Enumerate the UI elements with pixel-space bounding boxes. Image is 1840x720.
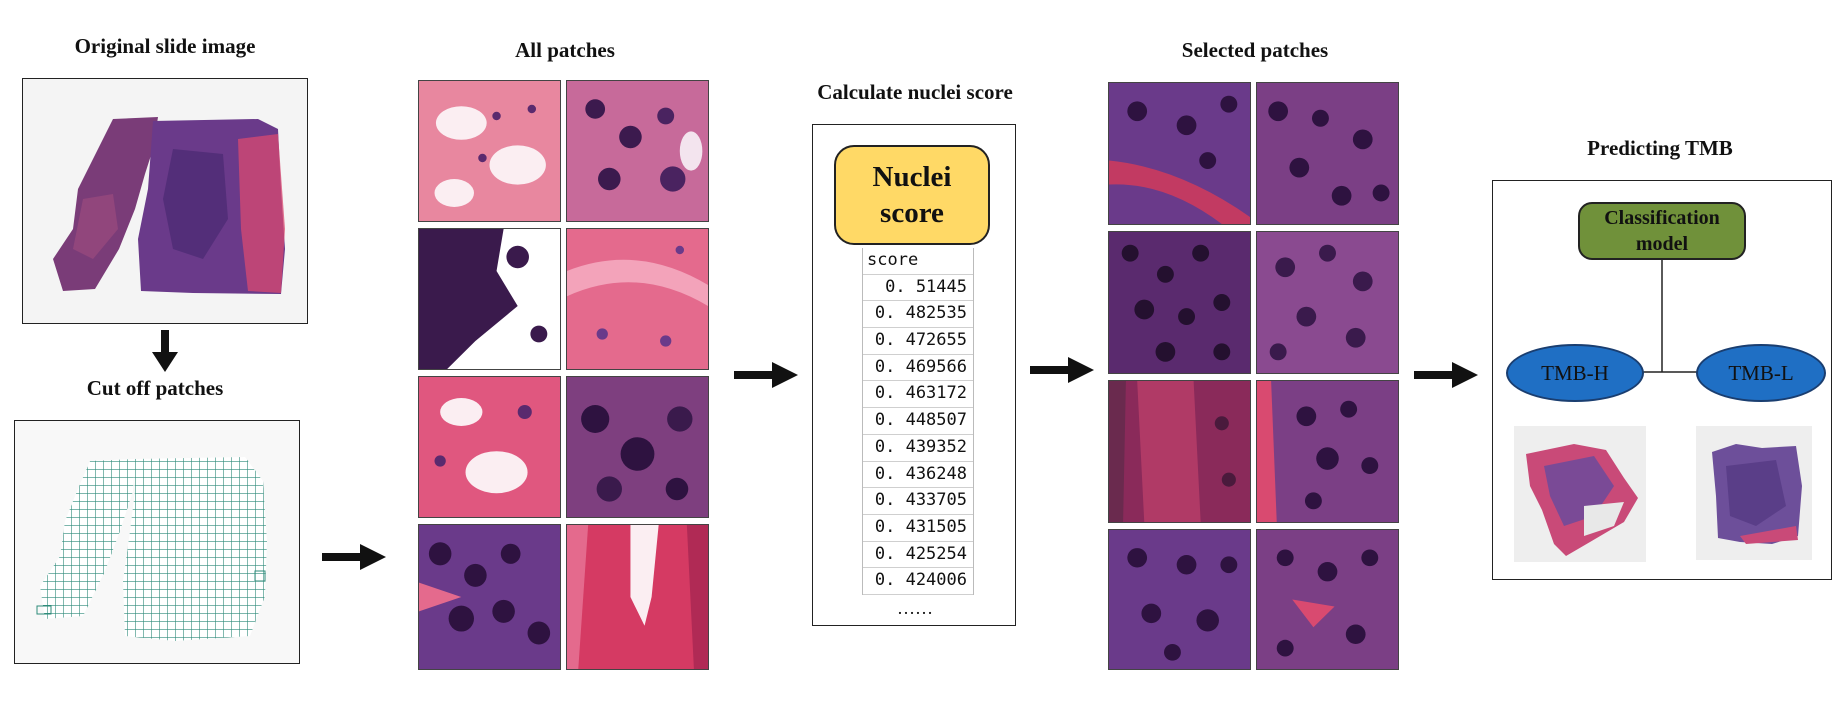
score-row: 0. 51445 <box>863 275 973 302</box>
patch-tile <box>566 376 709 518</box>
tmb-high-slide-thumbnail <box>1514 426 1646 562</box>
selected-patches-title: Selected patches <box>1181 38 1329 62</box>
down-arrow-icon <box>152 330 178 372</box>
right-arrow-icon-1 <box>322 544 386 570</box>
classification-line1: Classification <box>1604 207 1720 229</box>
tmb-low-slide-thumbnail <box>1696 426 1812 560</box>
nuclei-label-line2: score <box>880 197 944 229</box>
slide-tissue-image <box>23 79 307 323</box>
patch-tile <box>418 80 561 222</box>
right-arrow-icon-2 <box>734 362 798 388</box>
score-row: 0. 439352 <box>863 435 973 462</box>
selected-patch-tile <box>1256 82 1399 225</box>
score-header: score <box>863 248 973 275</box>
score-row: 0. 425254 <box>863 542 973 569</box>
score-row: 0. 463172 <box>863 381 973 409</box>
selected-patch-tile <box>1108 82 1251 225</box>
nuclei-score-box: Nuclei score <box>834 145 990 245</box>
cut-patches-title: Cut off patches <box>86 376 224 400</box>
score-row: 0. 472655 <box>863 328 973 355</box>
nuclei-label-line1: Nuclei <box>872 161 952 193</box>
patch-tile <box>566 524 709 670</box>
original-slide-title: Original slide image <box>74 34 256 58</box>
score-row: 0. 469566 <box>863 355 973 382</box>
calculate-score-title: Calculate nuclei score <box>817 80 1013 104</box>
all-patches-title: All patches <box>515 38 615 62</box>
classification-model-box: Classification model <box>1578 202 1746 260</box>
selected-patch-tile <box>1256 380 1399 523</box>
score-row: 0. 431505 <box>863 515 973 542</box>
score-row: 0. 448507 <box>863 408 973 435</box>
score-row: 0. 482535 <box>863 301 973 329</box>
score-row: 0. 433705 <box>863 488 973 515</box>
patch-tile <box>418 228 561 370</box>
selected-patch-tile <box>1256 231 1399 374</box>
selected-patch-tile <box>1256 529 1399 670</box>
predicting-tmb-title: Predicting TMB <box>1587 136 1733 160</box>
right-arrow-icon-4 <box>1414 362 1478 388</box>
patch-tile <box>566 80 709 222</box>
tmb-high-ellipse: TMB-H <box>1506 344 1644 402</box>
selected-patch-tile <box>1108 529 1251 670</box>
patch-tile <box>566 228 709 370</box>
right-arrow-icon-3 <box>1030 357 1094 383</box>
tmb-low-ellipse: TMB-L <box>1696 344 1826 402</box>
cut-patches-frame <box>14 420 300 664</box>
score-ellipsis: …… <box>897 598 933 618</box>
grid-patches-image <box>15 421 299 663</box>
original-slide-frame <box>22 78 308 324</box>
score-row: 0. 436248 <box>863 462 973 489</box>
selected-patch-tile <box>1108 380 1251 523</box>
selected-patch-tile <box>1108 231 1251 374</box>
score-table: score 0. 51445 0. 482535 0. 472655 0. 46… <box>862 248 974 595</box>
patch-tile <box>418 524 561 670</box>
score-row: 0. 424006 <box>863 568 973 595</box>
classification-line2: model <box>1635 233 1689 255</box>
patch-tile <box>418 376 561 518</box>
